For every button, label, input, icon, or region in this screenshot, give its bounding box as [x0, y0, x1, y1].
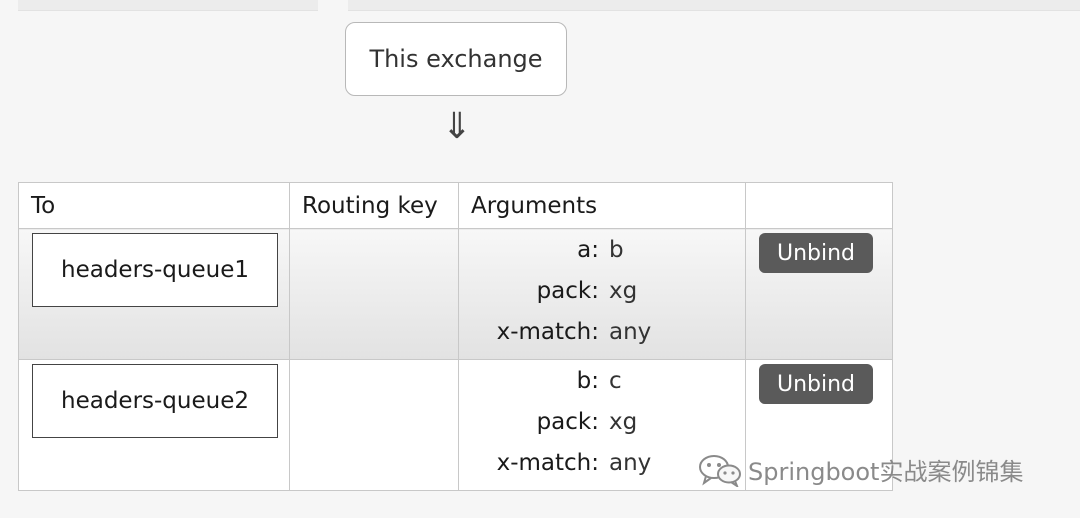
cell-arguments: a: b pack: xg x-match: any	[458, 228, 746, 360]
cell-actions: Unbind	[745, 359, 893, 491]
argument-value: xg	[609, 277, 638, 304]
argument-value: c	[609, 367, 622, 394]
argument-key: x-match:	[496, 449, 599, 476]
argument-value: any	[609, 318, 652, 345]
cell-routing-key	[289, 359, 459, 491]
queue-name: headers-queue2	[61, 388, 249, 414]
cell-routing-key	[289, 228, 459, 360]
this-exchange-box: This exchange	[345, 22, 567, 96]
argument-item: x-match: any	[459, 442, 745, 483]
header-arguments: Arguments	[458, 182, 746, 229]
argument-item: pack: xg	[459, 270, 745, 311]
argument-item: a: b	[459, 229, 745, 270]
header-actions	[745, 182, 893, 229]
wechat-icon	[699, 454, 741, 487]
down-arrow-icon: ⇓	[441, 106, 473, 147]
queue-link[interactable]: headers-queue2	[32, 364, 278, 438]
cell-arguments: b: c pack: xg x-match: any	[458, 359, 746, 491]
argument-value: b	[609, 236, 624, 263]
watermark: Springboot实战案例锦集	[698, 452, 1023, 487]
argument-key: pack:	[536, 408, 599, 435]
argument-value: xg	[609, 408, 638, 435]
argument-value: any	[609, 449, 652, 476]
argument-item: x-match: any	[459, 311, 745, 352]
table-row: headers-queue2 b: c pack: xg x-match:	[18, 359, 893, 491]
cell-to: headers-queue1	[18, 228, 290, 360]
queue-link[interactable]: headers-queue1	[32, 233, 278, 307]
unbind-button[interactable]: Unbind	[759, 364, 873, 404]
arguments-list: a: b pack: xg x-match: any	[459, 229, 745, 352]
watermark-text: Springboot实战案例锦集	[748, 458, 1024, 486]
unbind-button[interactable]: Unbind	[759, 233, 873, 273]
header-routing-key: Routing key	[289, 182, 459, 229]
argument-item: pack: xg	[459, 401, 745, 442]
cell-actions: Unbind	[745, 228, 893, 360]
header-to: To	[18, 182, 290, 229]
queue-name: headers-queue1	[61, 257, 249, 283]
bindings-table: To Routing key Arguments headers-queue1 …	[18, 182, 893, 491]
table-header-row: To Routing key Arguments	[18, 182, 893, 229]
cell-to: headers-queue2	[18, 359, 290, 491]
argument-item: b: c	[459, 360, 745, 401]
top-strip-right	[348, 0, 1080, 11]
table-row: headers-queue1 a: b pack: xg x-match:	[18, 228, 893, 360]
argument-key: a:	[577, 236, 599, 263]
arguments-list: b: c pack: xg x-match: any	[459, 360, 745, 483]
this-exchange-label: This exchange	[369, 45, 543, 73]
top-strip-left	[18, 0, 318, 11]
argument-key: b:	[576, 367, 599, 394]
argument-key: pack:	[536, 277, 599, 304]
argument-key: x-match:	[496, 318, 599, 345]
